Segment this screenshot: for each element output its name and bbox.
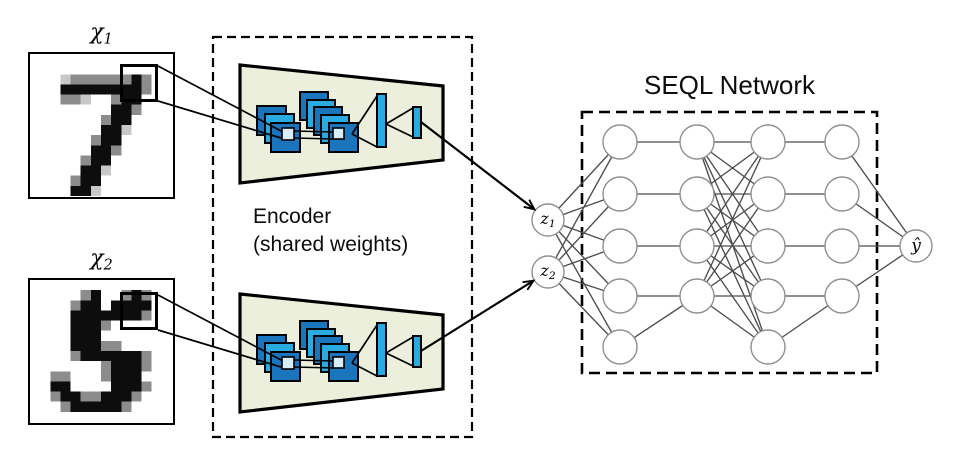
patch-box-x1 — [120, 64, 158, 102]
label-x1: χ1 — [90, 20, 113, 48]
digit-7-canvas — [30, 54, 172, 196]
seql-network-title: SEQL Network — [644, 70, 815, 100]
digit-5-canvas — [30, 280, 172, 422]
label-x2: χ2 — [90, 246, 113, 274]
label-z1: z1 — [540, 209, 556, 231]
patch-box-x2 — [120, 292, 158, 330]
label-z2: z2 — [540, 261, 556, 283]
encoder-label: Encoder (shared weights) — [253, 203, 408, 259]
encoder-label-line1: Encoder — [253, 205, 332, 228]
digit-image-x2 — [28, 278, 175, 425]
encoder-label-line2: (shared weights) — [253, 233, 409, 256]
label-yhat: ŷ — [911, 236, 921, 256]
